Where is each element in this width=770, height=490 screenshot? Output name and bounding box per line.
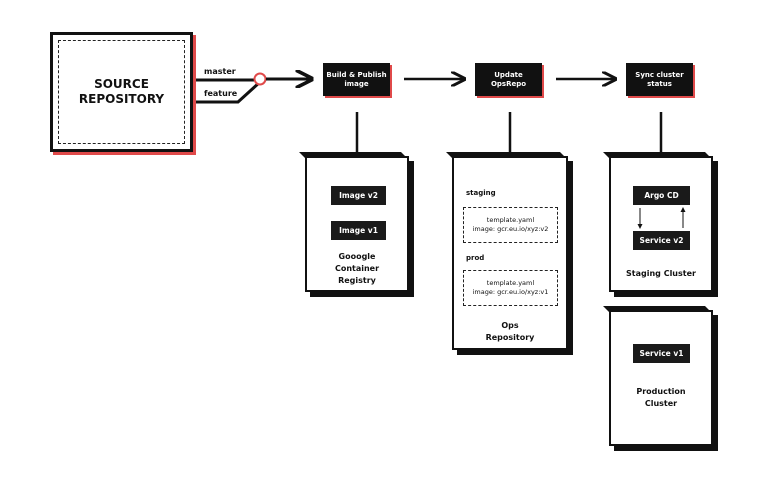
sync-cluster-step[interactable]: Sync cluster status xyxy=(626,63,693,96)
argo-service-sync-arrows xyxy=(637,207,686,229)
production-cluster-title: Production Cluster xyxy=(636,387,686,408)
feature-branch-line xyxy=(193,80,262,104)
prod-template-file[interactable]: template.yaml image: gcr.eu.io/xyz:v1 xyxy=(463,270,558,306)
ops-repository-card[interactable]: staging template.yaml image: gcr.eu.io/x… xyxy=(452,156,568,350)
source-repository-label: SOURCE REPOSITORY xyxy=(58,40,185,144)
feature-branch-label: feature xyxy=(204,89,238,98)
image-v2-tag[interactable]: Image v2 xyxy=(331,186,386,205)
staging-section-label: staging xyxy=(466,189,496,197)
argo-cd-node[interactable]: Argo CD xyxy=(633,186,690,205)
source-repository-box[interactable]: SOURCE REPOSITORY xyxy=(50,32,193,152)
prod-template-name: template.yaml xyxy=(486,279,535,287)
merge-point-icon xyxy=(253,72,267,86)
build-publish-step[interactable]: Build & Publish image xyxy=(323,63,390,96)
production-cluster-card[interactable]: Service v1 Production Cluster xyxy=(609,310,713,446)
ops-repository-title: Ops Repository xyxy=(485,321,535,342)
staging-cluster-card[interactable]: Argo CD Service v2 Staging Cluster xyxy=(609,156,713,292)
prod-section-label: prod xyxy=(466,254,485,262)
service-v2-node[interactable]: Service v2 xyxy=(633,231,690,250)
service-v1-node[interactable]: Service v1 xyxy=(633,344,690,363)
staging-template-file[interactable]: template.yaml image: gcr.eu.io/xyz:v2 xyxy=(463,207,558,243)
update-opsrepo-step[interactable]: Update OpsRepo xyxy=(475,63,542,96)
container-registry-card[interactable]: Image v2 Image v1 Gooogle Container Regi… xyxy=(305,156,409,292)
staging-template-image: image: gcr.eu.io/xyz:v2 xyxy=(472,225,549,233)
master-branch-label: master xyxy=(204,67,236,76)
staging-cluster-title: Staging Cluster xyxy=(626,269,696,278)
staging-template-name: template.yaml xyxy=(486,216,535,224)
prod-template-image: image: gcr.eu.io/xyz:v1 xyxy=(472,288,549,296)
image-v1-tag[interactable]: Image v1 xyxy=(331,221,386,240)
container-registry-title: Gooogle Container Registry xyxy=(334,252,380,285)
